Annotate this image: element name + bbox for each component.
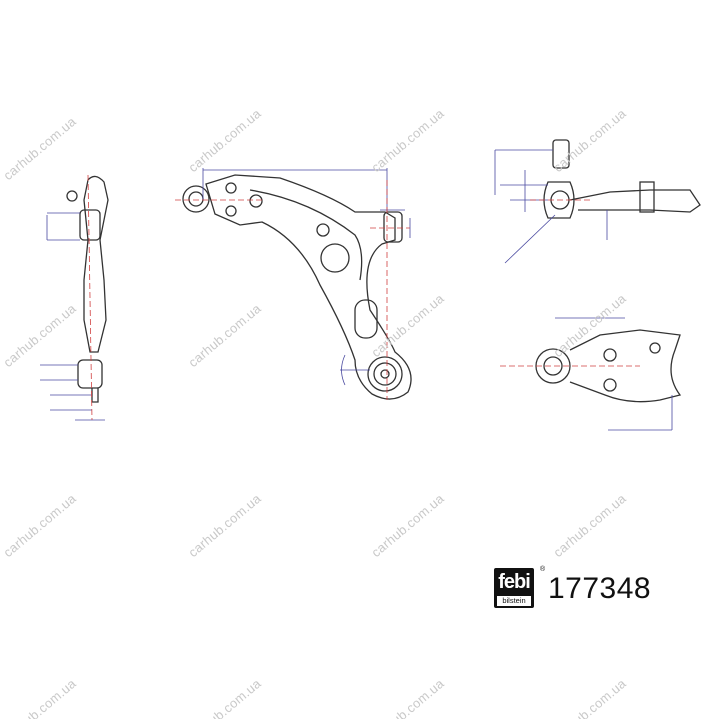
dimension-lines (40, 149, 673, 431)
center-lines (87, 174, 640, 421)
side-view-drawing (66, 175, 109, 403)
part-number: 177348 (548, 572, 652, 605)
febi-bilstein-logo: febi bilstein (494, 568, 536, 610)
bushing-end-view (535, 329, 682, 403)
logo-subtext: bilstein (497, 596, 531, 606)
logo-text: febi (498, 571, 531, 593)
registered-mark: ® (540, 566, 546, 573)
control-arm-top-view (182, 174, 412, 400)
